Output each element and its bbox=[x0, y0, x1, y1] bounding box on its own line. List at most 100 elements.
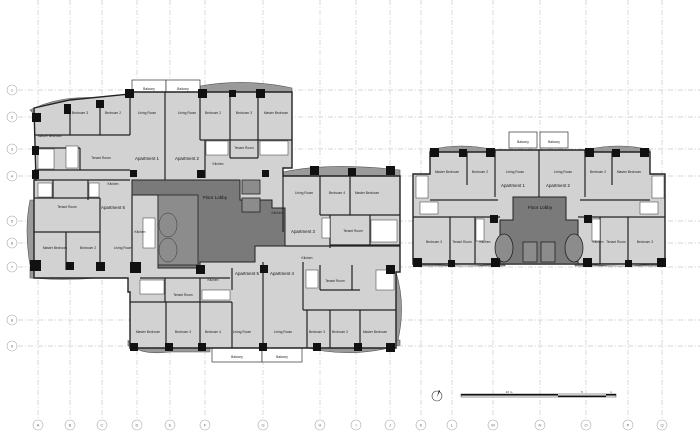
grid-bubble bbox=[199, 419, 211, 431]
grid-column-label: O bbox=[584, 423, 587, 428]
grid-column-label: N bbox=[539, 423, 542, 428]
stair bbox=[494, 233, 514, 263]
room-label: Tenant Room bbox=[452, 240, 472, 244]
grid-bubble bbox=[6, 143, 18, 155]
room-label: Master Bedroom bbox=[617, 170, 642, 174]
stair-core bbox=[157, 194, 199, 266]
room-label: Tenant Room bbox=[343, 229, 363, 233]
room-label: Kitchen bbox=[108, 182, 119, 186]
room-label: Living Room bbox=[295, 191, 314, 195]
floor-lobby bbox=[499, 196, 579, 265]
grid-column-label: B bbox=[69, 423, 72, 428]
grid-row-label: 1 bbox=[11, 88, 14, 93]
grid-column-label: D bbox=[136, 423, 139, 428]
room-label: Kitchen bbox=[593, 240, 604, 244]
grid-row-label: 2 bbox=[11, 115, 14, 120]
room-label: Tenant Room bbox=[234, 146, 254, 150]
room-label: Balcony bbox=[143, 87, 155, 91]
room-label: Kitchen bbox=[302, 256, 313, 260]
structural-columns bbox=[413, 148, 666, 267]
room-label: Kitchen bbox=[208, 278, 219, 282]
apartment-label: Apartment 1 bbox=[501, 183, 525, 188]
apartment-label: Apartment 2 bbox=[175, 156, 199, 161]
room-label: Bedroom 2 bbox=[105, 111, 121, 115]
scale-label: 1 bbox=[610, 390, 612, 394]
grid-bubble bbox=[6, 84, 18, 96]
grid-column-label: H bbox=[319, 423, 322, 428]
bathrooms bbox=[415, 175, 665, 242]
room-label: Master Bedroom bbox=[363, 330, 388, 334]
grid-bubble bbox=[164, 419, 176, 431]
left-building bbox=[26, 79, 402, 363]
interior-walls bbox=[34, 92, 400, 348]
grid-row-label: 8 bbox=[11, 318, 14, 323]
room-label: Living Room bbox=[178, 111, 197, 115]
north-arrow-icon bbox=[431, 390, 443, 402]
apartment-label: Apartment 4 bbox=[270, 271, 294, 276]
grid-column-label: E bbox=[169, 423, 172, 428]
elevator bbox=[522, 241, 538, 263]
grid-bubble bbox=[257, 419, 269, 431]
grid-column-label: Q bbox=[660, 423, 663, 428]
structural-columns bbox=[30, 89, 395, 352]
room-label: Balcony bbox=[517, 140, 529, 144]
grid-column-label: P bbox=[627, 423, 630, 428]
room-label: Tenant Room bbox=[606, 240, 626, 244]
room-label: Bedroom 2 bbox=[205, 111, 221, 115]
lobby-label: Floor Lobby bbox=[203, 195, 228, 200]
scale-label: 5 bbox=[581, 390, 583, 394]
right-building bbox=[412, 131, 666, 267]
room-label: Master Bedroom bbox=[136, 330, 161, 334]
balcony bbox=[539, 131, 569, 149]
apartment-label: Apartment 2 bbox=[546, 183, 570, 188]
grid-bubble bbox=[6, 215, 18, 227]
grid-bubble bbox=[446, 419, 458, 431]
room-label: Bedroom 4 bbox=[329, 191, 345, 195]
room-label: Master Bedroom bbox=[38, 134, 63, 138]
grid-column-label: L bbox=[451, 423, 454, 428]
apartment-label: Apartment 3 bbox=[291, 229, 315, 234]
scale-label: 10 m bbox=[506, 390, 513, 394]
room-label: Kitchen bbox=[213, 162, 224, 166]
room-label: Bedroom 3 bbox=[637, 240, 653, 244]
grid-row-label: 4 bbox=[11, 174, 14, 179]
grid-bubble bbox=[6, 340, 18, 352]
room-label: Tenant Room bbox=[57, 205, 77, 209]
room-label: Balcony bbox=[177, 87, 189, 91]
room-label: Bedroom 2 bbox=[332, 330, 348, 334]
grid-column-label: M bbox=[491, 423, 494, 428]
scale-bar: 10 m 5 1 bbox=[460, 390, 617, 398]
room-label: Living Room bbox=[233, 330, 252, 334]
room-label: Kitchen bbox=[480, 240, 491, 244]
room-label: Living Room bbox=[554, 170, 573, 174]
room-label: Master Bedroom bbox=[355, 191, 380, 195]
room-label: Kitchen bbox=[135, 230, 146, 234]
grid-bubble bbox=[622, 419, 634, 431]
stair bbox=[564, 233, 584, 263]
elevator bbox=[241, 179, 261, 195]
grid-column-label: I bbox=[355, 423, 356, 428]
facade-curve bbox=[26, 82, 402, 354]
grid-column-label: G bbox=[261, 423, 264, 428]
grid-row-label: 7 bbox=[11, 265, 14, 270]
room-label: Tenant Room bbox=[173, 293, 193, 297]
elevator bbox=[540, 241, 556, 263]
grid-bubble bbox=[415, 419, 427, 431]
elevator bbox=[241, 197, 261, 213]
room-label: Balcony bbox=[276, 355, 288, 359]
grid-bubble bbox=[487, 419, 499, 431]
room-label: Bedroom 3 bbox=[426, 240, 442, 244]
room-label: Bedroom 3 bbox=[309, 330, 325, 334]
grid-bubble bbox=[131, 419, 143, 431]
room-label: Master Bedroom bbox=[264, 111, 289, 115]
grid-bubble bbox=[64, 419, 76, 431]
grid-column-label: F bbox=[204, 423, 207, 428]
room-label: Kitchen bbox=[272, 211, 283, 215]
grid-column-label: A bbox=[37, 423, 40, 428]
grid-bubble bbox=[656, 419, 668, 431]
room-label: Master Bedroom bbox=[435, 170, 460, 174]
room-label: Balcony bbox=[231, 355, 243, 359]
room-label: Bedroom 3 bbox=[72, 111, 88, 115]
